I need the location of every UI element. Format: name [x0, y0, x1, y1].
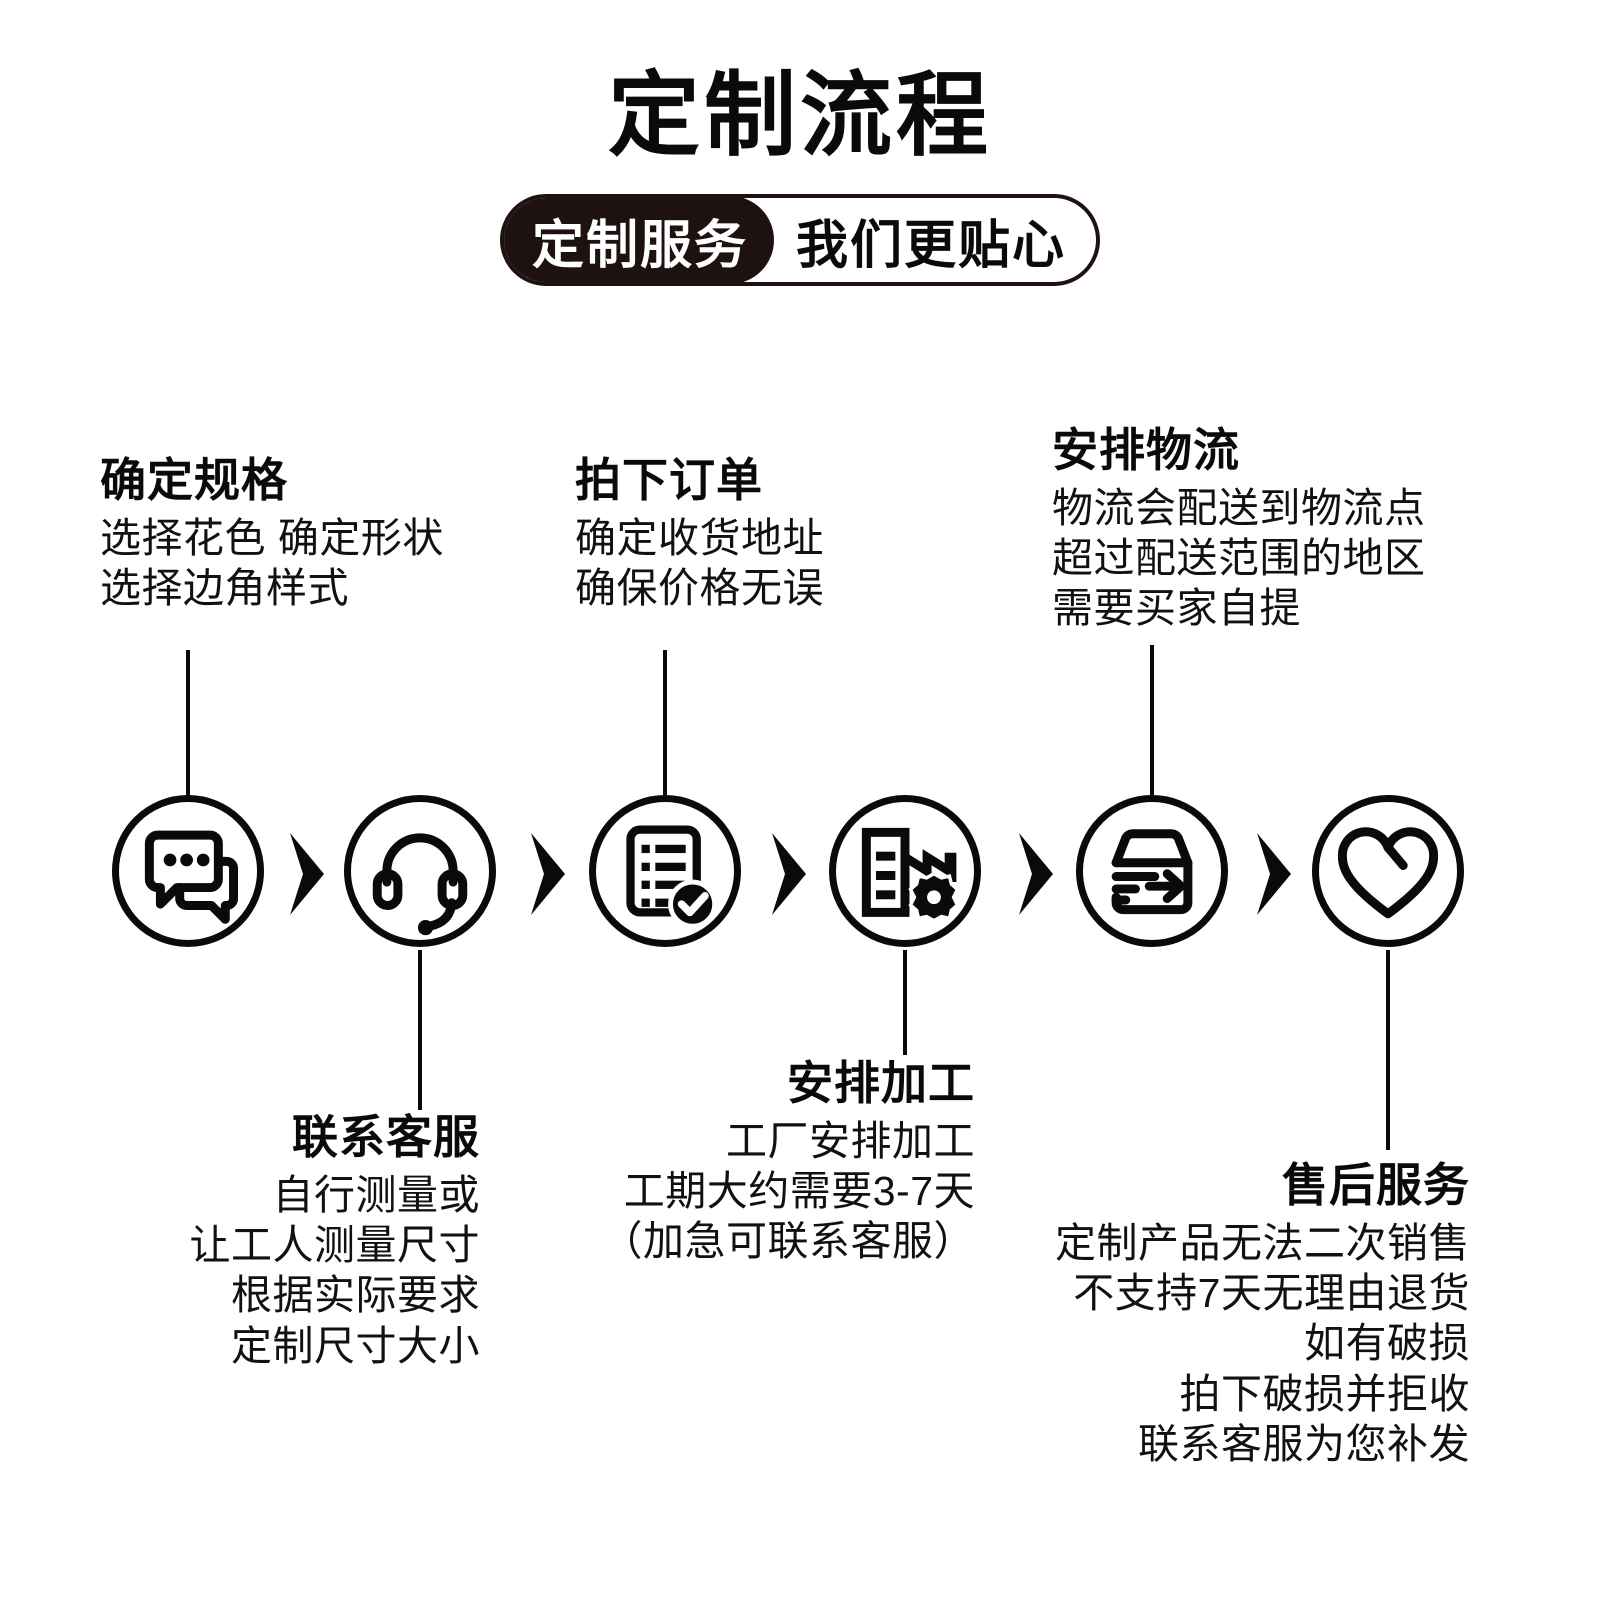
step-line: 拍下破损并拒收	[1179, 1370, 1470, 1417]
step-line: 工期大约需要3-7天	[623, 1167, 975, 1214]
step-line: （加急可联系客服）	[601, 1218, 975, 1265]
step-line: 物流会配送到物流点	[1052, 484, 1426, 531]
badge-dark-label: 定制服务	[503, 198, 774, 282]
flow-node-heart[interactable]	[1312, 795, 1464, 947]
chevron-right-icon-3	[765, 831, 811, 922]
chevron-right-icon-4	[1012, 831, 1058, 922]
chat-bubbles-icon	[119, 802, 257, 940]
flow-node-document-check[interactable]	[589, 795, 741, 947]
step-line: 定制尺寸大小	[231, 1322, 480, 1369]
step-title: 售后服务	[1282, 1159, 1470, 1211]
flow-node-headset[interactable]	[344, 795, 496, 947]
step-line: 工厂安排加工	[726, 1117, 975, 1164]
step-title: 安排物流	[1052, 424, 1240, 476]
badge-light-label: 我们更贴心	[796, 216, 1067, 275]
factory-gear-icon	[836, 802, 974, 940]
step-title: 确定规格	[100, 454, 288, 506]
step-title: 安排加工	[787, 1057, 975, 1109]
connector-stem-1	[186, 650, 190, 798]
step-line: 根据实际要求	[231, 1272, 480, 1319]
subtitle-badge: 定制服务 我们更贴心	[499, 194, 1101, 286]
step-block-3: 拍下订单 确定收货地址 确保价格无误	[575, 454, 975, 613]
step-line: 确保价格无误	[575, 564, 824, 611]
shipping-box-arrow-icon	[1083, 802, 1221, 940]
header: 定制流程 定制服务 我们更贴心	[0, 0, 1600, 286]
step-title: 联系客服	[292, 1111, 480, 1163]
step-line: 如有破损	[1304, 1320, 1470, 1367]
connector-stem-4	[903, 950, 907, 1055]
chevron-right-icon-1	[283, 831, 329, 922]
flow-node-shipping-box[interactable]	[1076, 795, 1228, 947]
step-line: 定制产品无法二次销售	[1055, 1219, 1470, 1266]
step-title: 拍下订单	[575, 454, 763, 506]
connector-stem-2	[418, 950, 422, 1110]
step-block-2: 联系客服 自行测量或 让工人测量尺寸 根据实际要求 定制尺寸大小	[60, 1111, 480, 1371]
step-block-1: 确定规格 选择花色 确定形状 选择边角样式	[100, 454, 520, 613]
chevron-right-icon-5	[1250, 831, 1296, 922]
connector-stem-5	[1150, 645, 1154, 798]
page-title: 定制流程	[607, 65, 992, 167]
flow-node-chat-bubbles[interactable]	[112, 795, 264, 947]
step-block-6: 售后服务 定制产品无法二次销售 不支持7天无理由退货 如有破损 拍下破损并拒收 …	[985, 1159, 1470, 1470]
connector-stem-6	[1386, 950, 1390, 1150]
step-line: 确定收货地址	[575, 514, 824, 561]
step-block-4: 安排加工 工厂安排加工 工期大约需要3-7天 （加急可联系客服）	[545, 1057, 975, 1267]
step-line: 选择花色 确定形状	[100, 514, 444, 561]
connector-stem-3	[663, 650, 667, 798]
step-line: 让工人测量尺寸	[189, 1221, 480, 1268]
headset-icon	[351, 802, 489, 940]
process-flow-row	[0, 795, 1600, 955]
step-line: 超过配送范围的地区	[1052, 534, 1426, 581]
step-line: 不支持7天无理由退货	[1073, 1269, 1470, 1316]
document-check-icon	[596, 802, 734, 940]
heart-icon	[1319, 802, 1457, 940]
flow-node-factory[interactable]	[829, 795, 981, 947]
chevron-right-icon-2	[524, 831, 570, 922]
step-block-5: 安排物流 物流会配送到物流点 超过配送范围的地区 需要买家自提	[1052, 424, 1492, 634]
step-line: 联系客服为您补发	[1138, 1421, 1470, 1468]
step-line: 需要买家自提	[1052, 585, 1301, 632]
step-line: 自行测量或	[272, 1171, 480, 1218]
step-line: 选择边角样式	[100, 564, 349, 611]
